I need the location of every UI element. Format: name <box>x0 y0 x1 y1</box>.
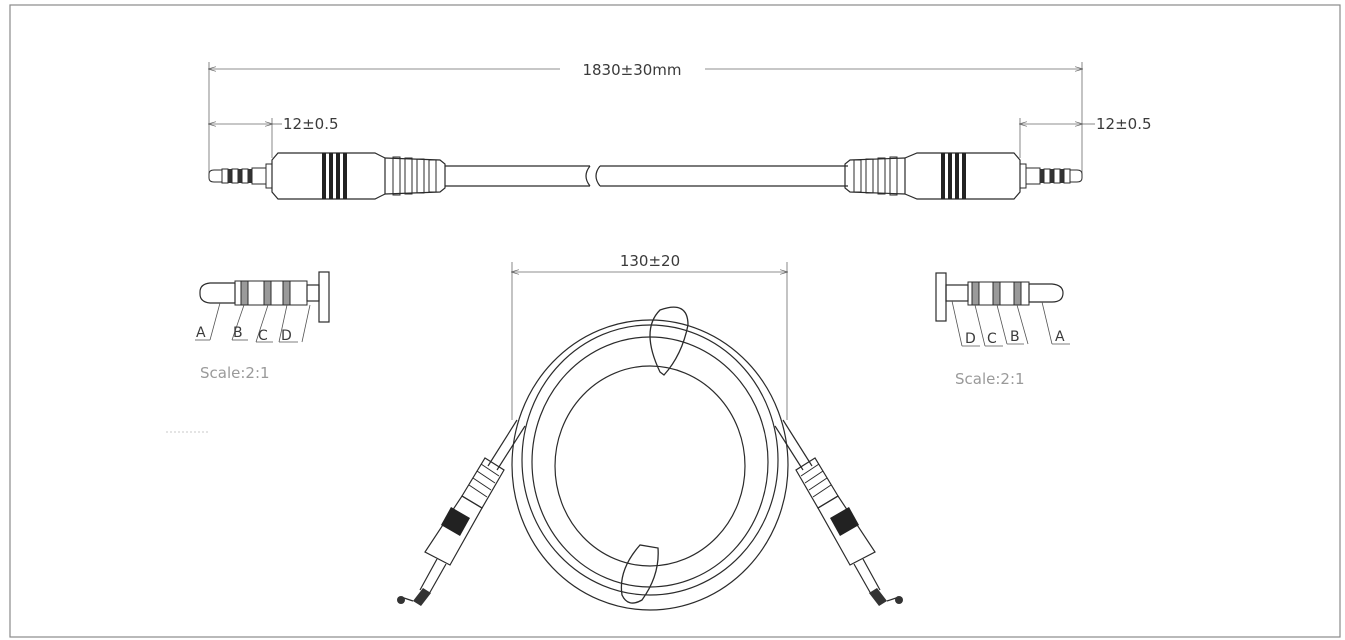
overall-length-dimension: 1830±30mm <box>209 61 1082 175</box>
left-detail-plug: A B C D Scale:2:1 <box>195 271 330 382</box>
straight-cable-view <box>208 152 1083 200</box>
right-label-d: D <box>965 331 976 347</box>
right-plug-length-label: 12±0.5 <box>1096 115 1152 133</box>
coiled-cable-view <box>397 306 903 611</box>
right-label-c: C <box>987 331 997 347</box>
left-label-a: A <box>196 325 206 341</box>
sheet-frame <box>9 4 1341 638</box>
right-scale-label: Scale:2:1 <box>955 370 1025 388</box>
right-plug-dimension: 12±0.5 <box>1020 115 1152 158</box>
right-label-a: A <box>1055 329 1065 345</box>
right-label-b: B <box>1010 329 1020 345</box>
overall-length-label: 1830±30mm <box>582 61 681 79</box>
left-label-c: C <box>258 328 268 344</box>
left-plug-length-label: 12±0.5 <box>283 115 339 133</box>
right-detail-plug: D C B A Scale:2:1 <box>935 272 1070 388</box>
coil-diameter-dimension: 130±20 <box>512 252 787 420</box>
left-plug-dimension: 12±0.5 <box>209 115 339 158</box>
left-label-b: B <box>233 325 243 341</box>
left-label-d: D <box>281 328 292 344</box>
left-scale-label: Scale:2:1 <box>200 364 270 382</box>
coil-diameter-label: 130±20 <box>620 252 680 270</box>
